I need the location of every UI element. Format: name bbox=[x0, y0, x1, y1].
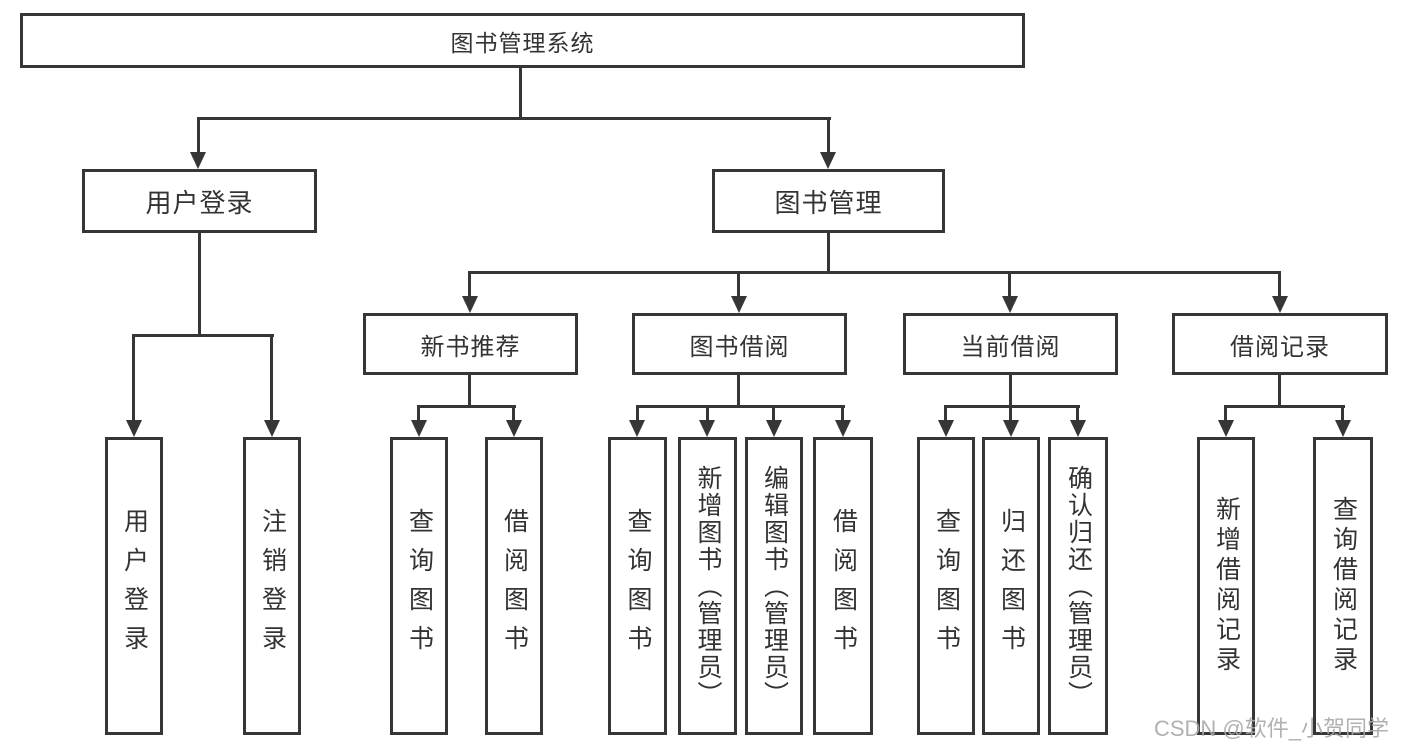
connector-line bbox=[772, 405, 775, 421]
arrowhead-icon bbox=[1070, 420, 1086, 437]
node-label: 归还图书 bbox=[997, 508, 1026, 664]
connector-line bbox=[1278, 375, 1281, 408]
arrowhead-icon bbox=[820, 152, 836, 169]
node-label: 查询图书 bbox=[405, 508, 434, 664]
leaf-query-borrow-record: 查询借阅记录 bbox=[1313, 437, 1373, 735]
node-label: 确认归还（管理员） bbox=[1064, 464, 1093, 708]
connector-line bbox=[636, 405, 845, 408]
connector-line bbox=[519, 68, 522, 120]
arrowhead-icon bbox=[1218, 420, 1234, 437]
connector-line bbox=[1224, 405, 1227, 421]
connector-line bbox=[132, 334, 274, 337]
arrowhead-icon bbox=[264, 420, 280, 437]
connector-line bbox=[1076, 405, 1079, 421]
leaf-user-login: 用户登录 bbox=[105, 437, 163, 735]
node-new-book-recommend: 新书推荐 bbox=[363, 313, 578, 375]
connector-line bbox=[468, 375, 471, 408]
arrowhead-icon bbox=[462, 296, 478, 313]
leaf-confirm-return-admin: 确认归还（管理员） bbox=[1048, 437, 1108, 735]
arrowhead-icon bbox=[190, 152, 206, 169]
arrowhead-icon bbox=[629, 420, 645, 437]
node-label: 用户登录 bbox=[120, 508, 149, 664]
connector-line bbox=[706, 405, 709, 421]
connector-line bbox=[468, 271, 1281, 274]
connector-line bbox=[1224, 405, 1345, 408]
connector-line bbox=[944, 405, 1080, 408]
node-label: 新书推荐 bbox=[420, 333, 521, 361]
node-label: 借阅图书 bbox=[829, 508, 858, 664]
node-label: 编辑图书（管理员） bbox=[760, 464, 789, 708]
node-label: 图书管理系统 bbox=[450, 29, 595, 56]
node-user-login: 用户登录 bbox=[82, 169, 317, 233]
connector-line bbox=[827, 233, 830, 274]
node-current-borrow: 当前借阅 bbox=[903, 313, 1118, 375]
node-label: 注销登录 bbox=[258, 508, 287, 664]
arrowhead-icon bbox=[731, 296, 747, 313]
connector-line bbox=[197, 117, 831, 120]
connector-line bbox=[636, 405, 639, 421]
node-label: 查询图书 bbox=[932, 508, 961, 664]
arrowhead-icon bbox=[1003, 420, 1019, 437]
node-label: 新增图书（管理员） bbox=[694, 464, 722, 708]
node-label: 新增借阅记录 bbox=[1212, 496, 1241, 676]
arrowhead-icon bbox=[766, 420, 782, 437]
connector-line bbox=[827, 117, 830, 154]
connector-line bbox=[417, 405, 420, 421]
leaf-query-book-recommend: 查询图书 bbox=[390, 437, 448, 735]
connector-line bbox=[944, 405, 947, 421]
connector-line bbox=[1009, 375, 1012, 408]
connector-line bbox=[1341, 405, 1344, 421]
connector-line bbox=[132, 334, 135, 421]
leaf-query-book-current: 查询图书 bbox=[917, 437, 975, 735]
node-label: 图书借阅 bbox=[689, 333, 790, 361]
node-label: 借阅记录 bbox=[1230, 333, 1330, 361]
connector-line bbox=[197, 117, 200, 154]
node-label: 当前借阅 bbox=[960, 333, 1061, 361]
arrowhead-icon bbox=[411, 420, 427, 437]
leaf-borrow-book-recommend: 借阅图书 bbox=[485, 437, 543, 735]
leaf-edit-book-admin: 编辑图书（管理员） bbox=[745, 437, 803, 735]
node-book-borrow: 图书借阅 bbox=[632, 313, 847, 375]
connector-line bbox=[737, 375, 740, 408]
arrowhead-icon bbox=[1272, 296, 1288, 313]
arrowhead-icon bbox=[835, 420, 851, 437]
connector-line bbox=[512, 405, 515, 421]
node-book-management: 图书管理 bbox=[712, 169, 945, 233]
connector-line bbox=[1009, 405, 1012, 421]
connector-line bbox=[468, 271, 471, 298]
leaf-borrow-book: 借阅图书 bbox=[813, 437, 873, 735]
leaf-logout: 注销登录 bbox=[243, 437, 301, 735]
connector-line bbox=[270, 334, 273, 421]
csdn-watermark: CSDN @软件_小贺同学 bbox=[1153, 716, 1389, 741]
arrowhead-icon bbox=[1335, 420, 1351, 437]
node-library-system: 图书管理系统 bbox=[20, 13, 1025, 68]
leaf-add-book-admin: 新增图书（管理员） bbox=[678, 437, 737, 735]
node-borrow-records: 借阅记录 bbox=[1172, 313, 1388, 375]
connector-line bbox=[417, 405, 516, 408]
arrowhead-icon bbox=[938, 420, 954, 437]
arrowhead-icon bbox=[1002, 296, 1018, 313]
leaf-return-book: 归还图书 bbox=[982, 437, 1040, 735]
connector-line bbox=[198, 233, 201, 336]
node-label: 图书管理 bbox=[774, 187, 883, 218]
leaf-add-borrow-record: 新增借阅记录 bbox=[1197, 437, 1255, 735]
node-label: 借阅图书 bbox=[500, 508, 529, 664]
leaf-query-book: 查询图书 bbox=[608, 437, 667, 735]
node-label: 查询图书 bbox=[624, 508, 652, 664]
connector-line bbox=[841, 405, 844, 421]
connector-line bbox=[1278, 271, 1281, 298]
arrowhead-icon bbox=[126, 420, 142, 437]
arrowhead-icon bbox=[699, 420, 715, 437]
arrowhead-icon bbox=[506, 420, 522, 437]
node-label: 用户登录 bbox=[145, 187, 254, 218]
node-label: 查询借阅记录 bbox=[1329, 496, 1358, 676]
connector-line bbox=[737, 271, 740, 298]
connector-line bbox=[1008, 271, 1011, 298]
